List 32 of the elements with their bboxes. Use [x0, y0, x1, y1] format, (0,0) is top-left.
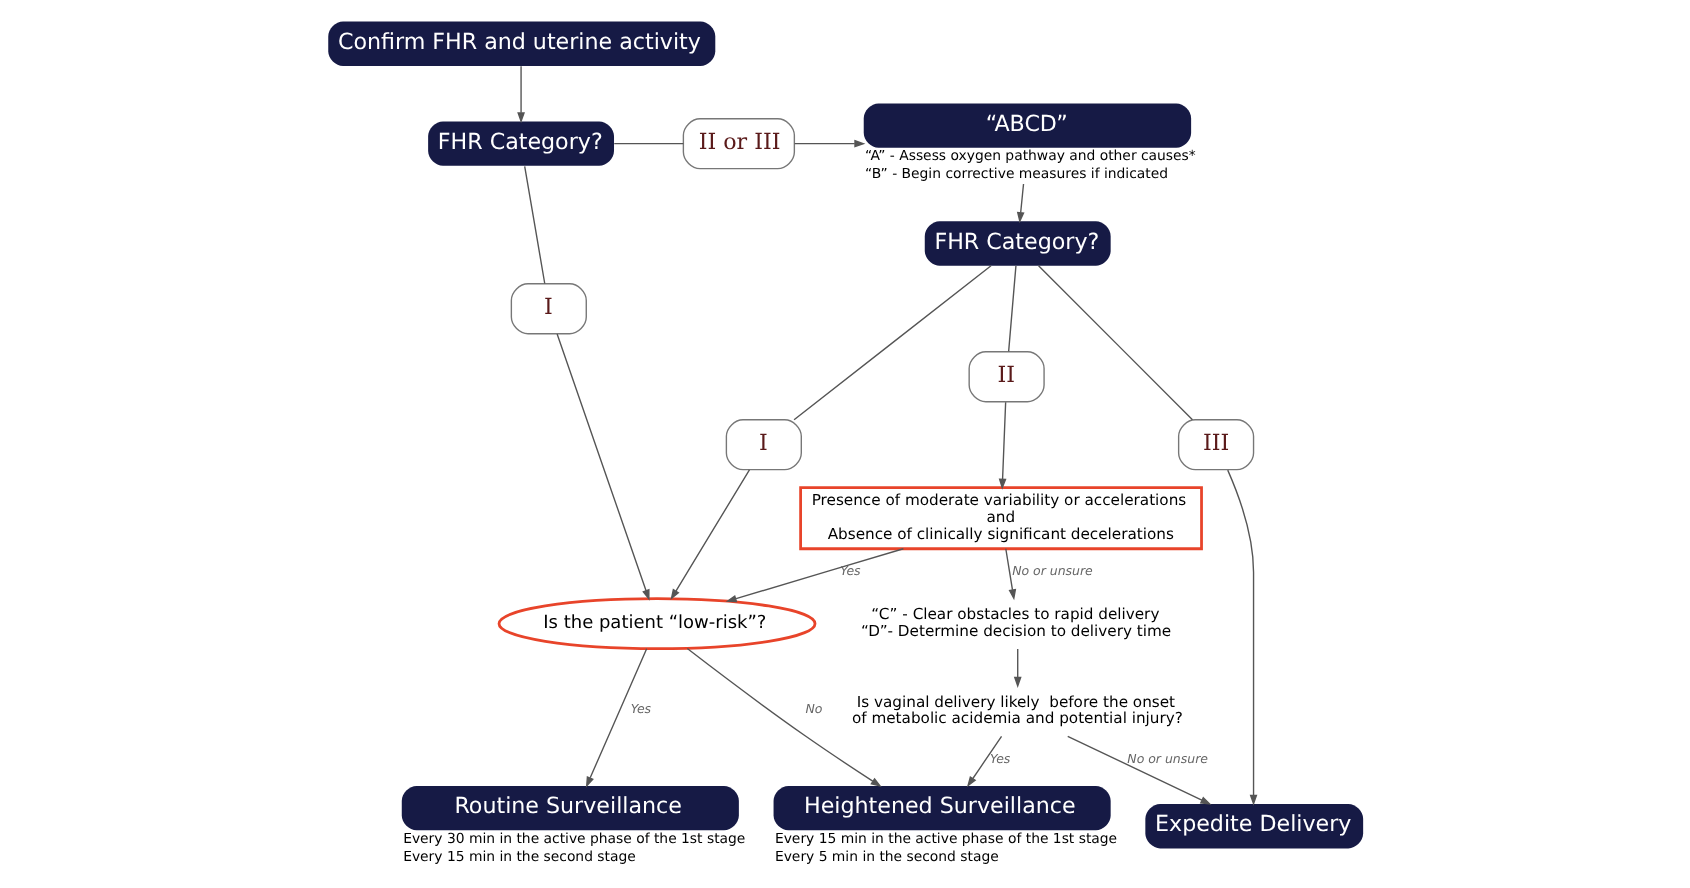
node-box: II: [968, 351, 1045, 403]
node-box: Expedite Delivery: [1145, 804, 1364, 849]
arrow: [1227, 469, 1258, 806]
node-box: FHR Category?: [924, 221, 1111, 266]
arrow: [1013, 648, 1022, 688]
node-box: I: [725, 419, 802, 471]
arrow: [966, 735, 1003, 788]
arrow: [725, 548, 905, 603]
node-box: II or III: [682, 118, 796, 170]
arrow: [585, 648, 648, 788]
arrow: [998, 401, 1007, 490]
node-box: Confirm FHR and uterine activity: [328, 21, 716, 66]
connector: [524, 165, 546, 285]
arrow: [517, 65, 525, 124]
arrow: [670, 469, 751, 601]
connector: [1037, 265, 1194, 421]
arrow: [1016, 183, 1025, 224]
node-box: Heightened Surveillance: [773, 785, 1111, 831]
connector: [793, 265, 992, 421]
node-box: Routine Surveillance: [401, 785, 739, 831]
arrow: [1067, 735, 1212, 805]
node-box: I: [510, 283, 587, 335]
node-box: III: [1177, 419, 1255, 471]
connector: [1007, 265, 1017, 353]
arrow: [686, 647, 882, 787]
arrow: [556, 333, 650, 601]
node-box: “ABCD”: [863, 103, 1192, 148]
node-box: FHR Category?: [428, 121, 614, 166]
arrow: [793, 139, 866, 148]
connector: [613, 142, 685, 145]
arrow: [1005, 548, 1017, 601]
node-ellipse: Is the patient “low-risk”?: [497, 597, 817, 650]
